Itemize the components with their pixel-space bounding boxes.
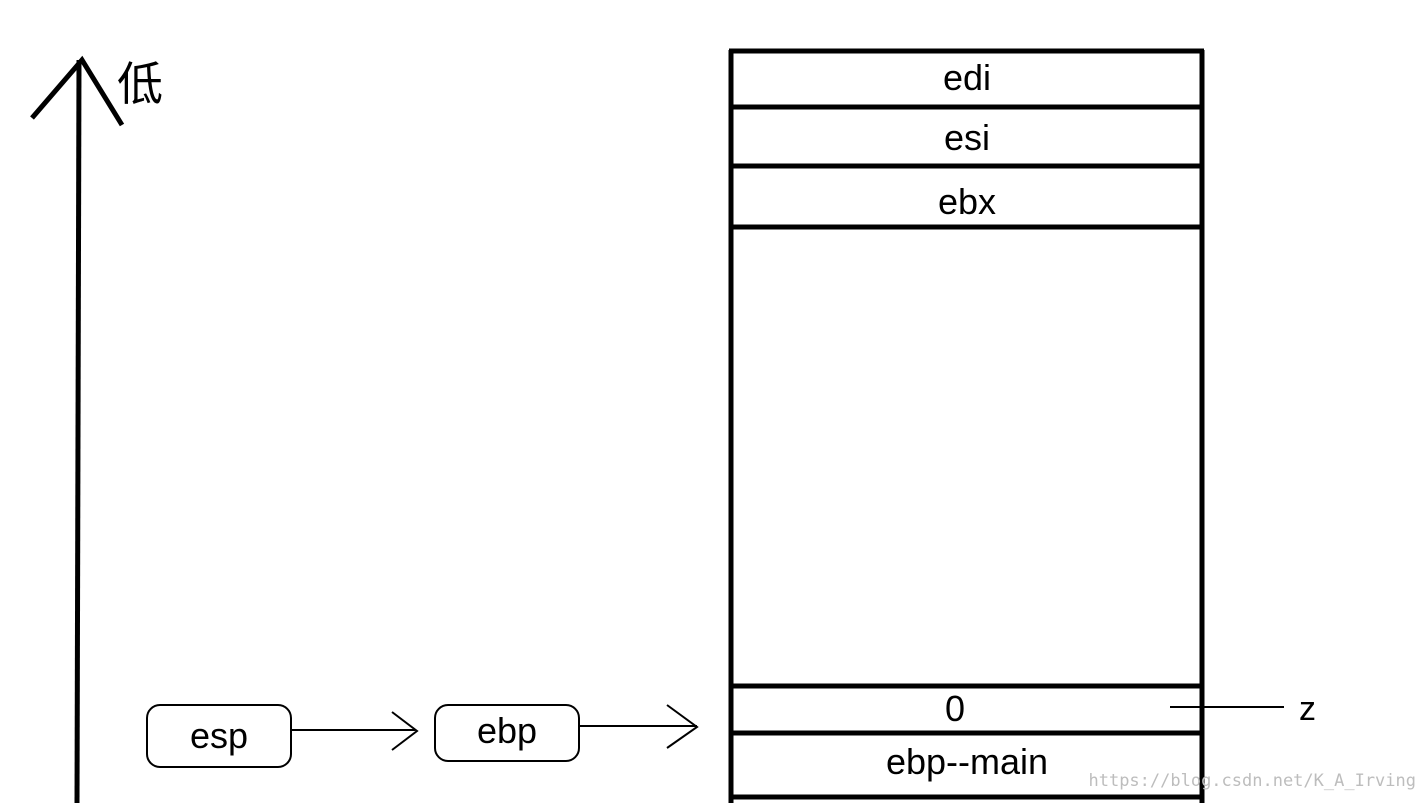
stack-cell-z-value: 0 [944, 688, 966, 729]
variable-z-label: z [1299, 690, 1316, 728]
stack-cell-ebp-main: ebp--main [885, 741, 1049, 782]
arrow-esp-to-ebp-head [391, 711, 419, 751]
stack-cell-edi: edi [942, 57, 992, 98]
register-ebp-box: ebp [434, 704, 580, 762]
stack-cell-esi: esi [943, 117, 991, 158]
watermark-text: https://blog.csdn.net/K_A_Irving [1088, 771, 1416, 791]
register-esp-box: esp [146, 704, 292, 768]
register-ebp-label: ebp [476, 710, 538, 751]
stack-cell-ebx: ebx [937, 181, 997, 222]
register-esp-label: esp [189, 715, 249, 756]
arrow-ebp-to-stack-head [666, 704, 699, 749]
axis-low-label: 低 [117, 58, 163, 110]
address-axis-arrowhead [30, 55, 125, 127]
address-axis-line [74, 59, 82, 803]
